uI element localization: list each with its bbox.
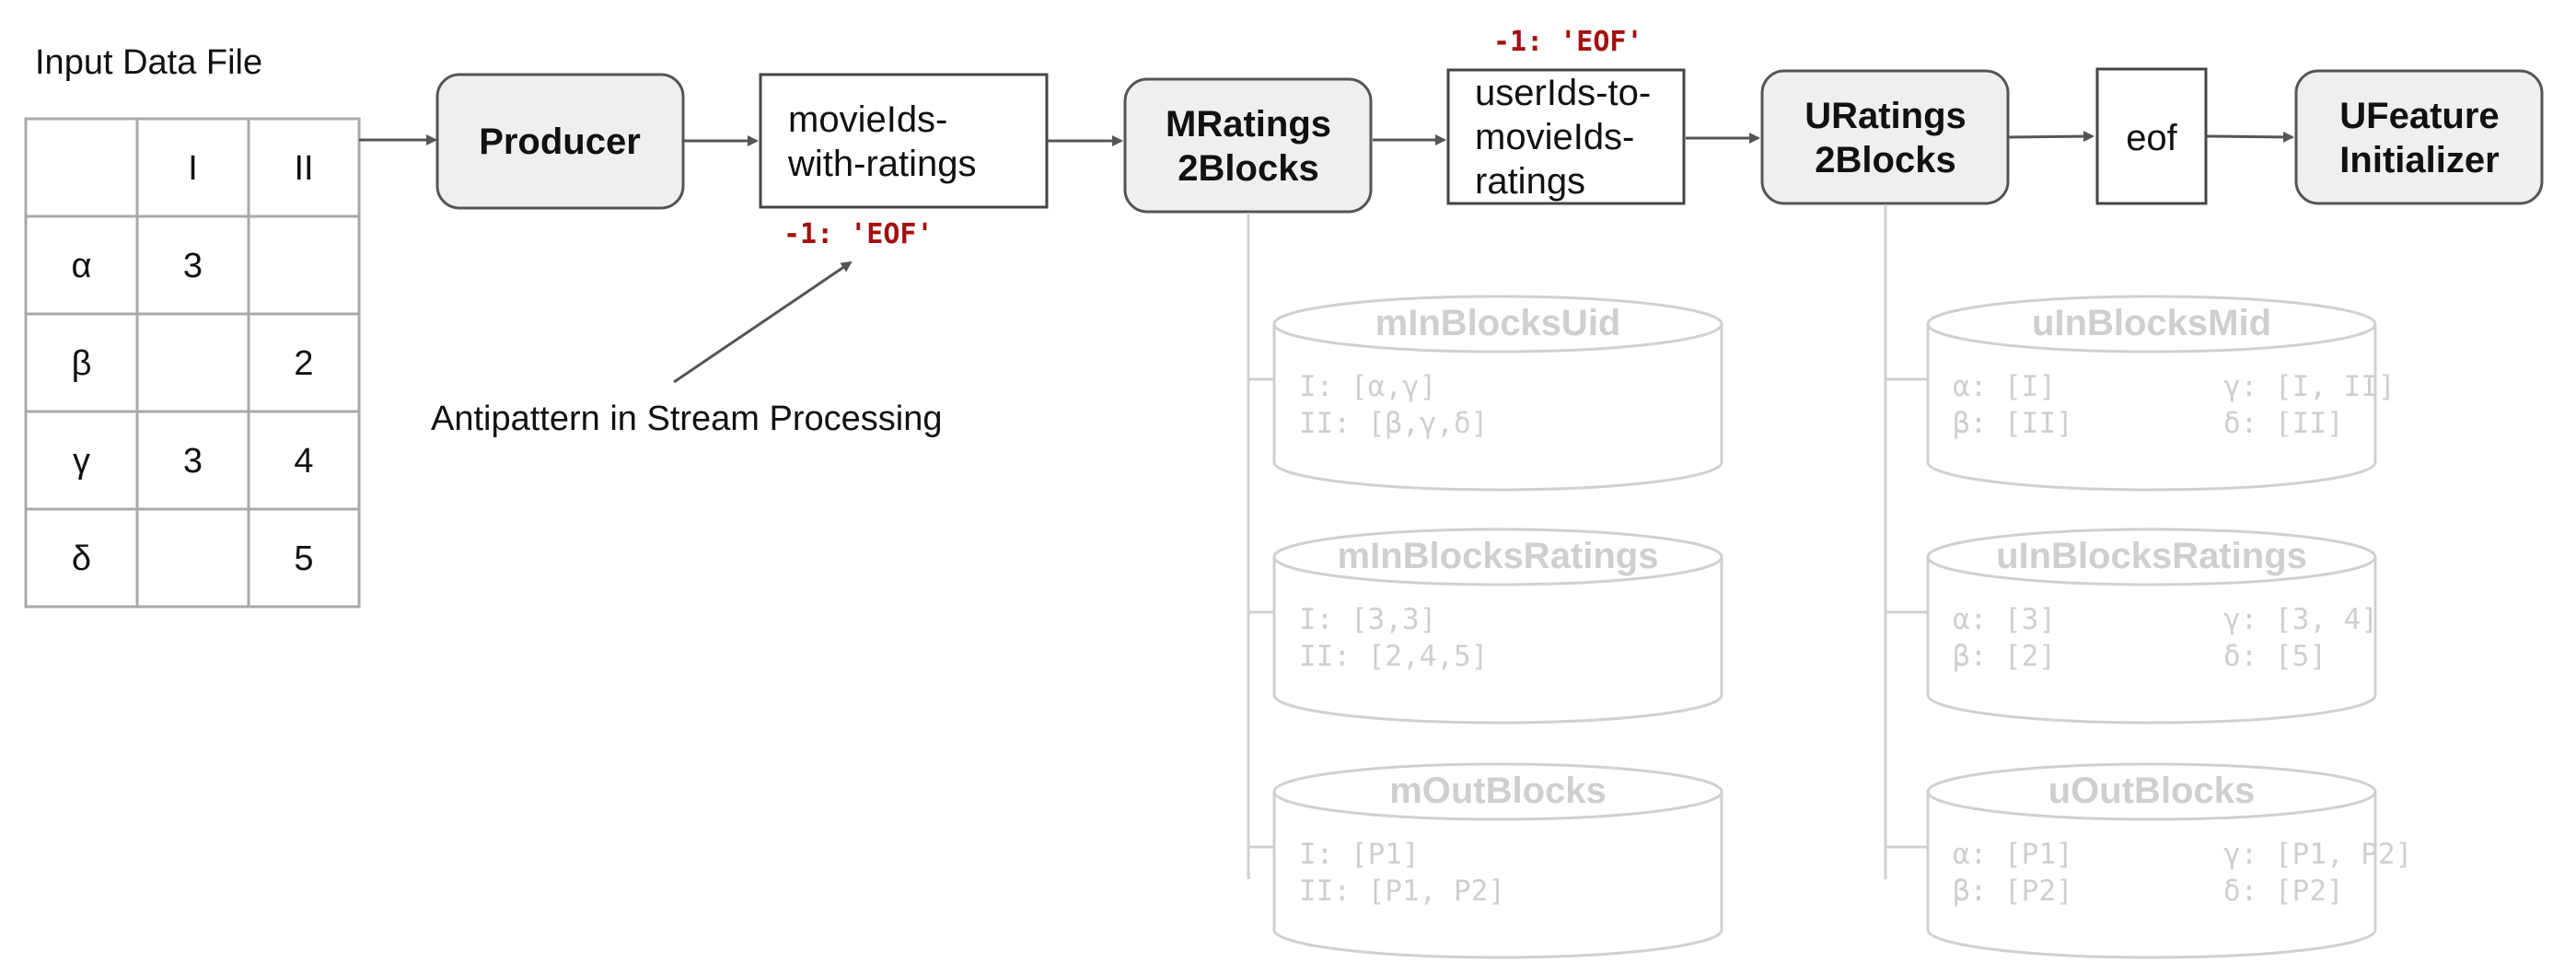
movieids-label-line2: with-ratings bbox=[787, 144, 977, 184]
m-store-mInBlocksRatings: mInBlocksRatings I: [3,3] II: [2,4,5] bbox=[1248, 528, 1723, 725]
store-name: uInBlocksMid bbox=[2032, 303, 2271, 343]
eof-node-label: eof bbox=[2126, 118, 2177, 158]
store-name: mOutBlocks bbox=[1389, 771, 1607, 811]
table-cell bbox=[135, 117, 250, 218]
ufeature-label-line1: UFeature bbox=[2339, 96, 2499, 136]
m-store-mOutBlocks: mOutBlocks I: [P1] II: [P1, P2] bbox=[1248, 762, 1723, 959]
store-entry: δ: [II] bbox=[2223, 407, 2344, 440]
cylinder-top bbox=[1272, 528, 1723, 586]
store-entry: β: [2] bbox=[1953, 640, 2056, 673]
table-header-cell: II bbox=[294, 149, 313, 188]
producer-node: Producer bbox=[435, 73, 685, 210]
store-name: uInBlocksRatings bbox=[1996, 536, 2307, 576]
table-cell bbox=[247, 312, 361, 413]
table-row-label: γ bbox=[73, 442, 90, 481]
cylinder-top bbox=[1926, 295, 2377, 354]
table-value-cell: 2 bbox=[294, 344, 313, 383]
producer-label: Producer bbox=[479, 122, 641, 162]
table-cell bbox=[24, 507, 139, 609]
table-value-cell: 3 bbox=[183, 247, 203, 285]
table-row-label: β bbox=[72, 344, 92, 383]
u-state-stores: uInBlocksMid α: [I] γ: [I, II] β: [II] δ: [I… bbox=[1886, 295, 2412, 959]
arrow-eof-to-ufeature bbox=[2206, 131, 2294, 143]
store-name: mInBlocksRatings bbox=[1338, 536, 1659, 576]
movieids-with-ratings-topic: movieIds- with-ratings bbox=[759, 73, 1049, 209]
table-value-cell: 4 bbox=[294, 442, 313, 481]
cylinder-top bbox=[1926, 528, 2377, 586]
ufeature-initializer-node: UFeature Initializer bbox=[2294, 69, 2544, 205]
cylinder-body bbox=[1272, 324, 1723, 492]
eof-node: eof bbox=[2095, 67, 2208, 205]
userids-label-line3: ratings bbox=[1475, 161, 1585, 202]
table-cell bbox=[135, 312, 250, 413]
store-entry: II: [2,4,5] bbox=[1299, 640, 1488, 673]
u-store-uOutBlocks: uOutBlocks α: [P1] γ: [P1, P2] β: [P2] δ: [P… bbox=[1886, 762, 2412, 959]
store-entry: α: [I] bbox=[1953, 370, 2056, 403]
mratings-label-line2: 2Blocks bbox=[1178, 148, 1318, 189]
antipattern-label: Antipattern in Stream Processing bbox=[431, 400, 943, 438]
store-entry: β: [II] bbox=[1953, 407, 2073, 440]
table-value-cell: 5 bbox=[294, 539, 313, 578]
store-name: uOutBlocks bbox=[2048, 771, 2255, 811]
uratings-label-line1: URatings bbox=[1804, 96, 1967, 136]
store-entry: α: [P1] bbox=[1953, 838, 2073, 871]
table-cell bbox=[247, 117, 361, 218]
cylinder-top bbox=[1926, 762, 2377, 821]
table-cell bbox=[247, 215, 361, 316]
input-file-title: Input Data File bbox=[35, 43, 262, 82]
store-entry: δ: [5] bbox=[2223, 640, 2327, 673]
table-cell bbox=[135, 410, 250, 511]
table-value-cell: 3 bbox=[183, 442, 203, 481]
cylinder-body bbox=[1926, 324, 2377, 492]
userids-label-line1: userIds-to- bbox=[1475, 73, 1651, 113]
store-entry: α: [3] bbox=[1953, 603, 2056, 636]
table-cell bbox=[24, 117, 139, 218]
userids-to-movieids-ratings-topic: userIds-to- movieIds- ratings bbox=[1446, 68, 1686, 205]
mratings-label-line1: MRatings bbox=[1166, 104, 1331, 145]
uratings-label-line2: 2Blocks bbox=[1815, 140, 1955, 180]
store-entry: γ: [P1, P2] bbox=[2223, 838, 2412, 871]
u-store-uInBlocksRatings: uInBlocksRatings α: [3] γ: [3, 4] β: [2] δ: … bbox=[1886, 528, 2378, 725]
store-entry: II: [P1, P2] bbox=[1299, 875, 1505, 908]
eof-marker-bottom: -1: 'EOF' bbox=[783, 218, 934, 250]
m-store-mInBlocksUid: mInBlocksUid I: [α,γ] II: [β,γ,δ] bbox=[1248, 295, 1723, 492]
store-entry: β: [P2] bbox=[1953, 875, 2073, 908]
eof-marker-top: -1: 'EOF' bbox=[1493, 26, 1643, 58]
table-row-label: α bbox=[72, 247, 92, 285]
cylinder-top bbox=[1272, 295, 1723, 354]
store-entry: γ: [3, 4] bbox=[2223, 603, 2378, 636]
uratings2blocks-node: URatings 2Blocks bbox=[1760, 69, 2010, 205]
cylinder-top bbox=[1272, 762, 1723, 821]
movieids-label-line1: movieIds- bbox=[788, 99, 947, 140]
cylinder-body bbox=[1272, 792, 1723, 959]
ufeature-label-line2: Initializer bbox=[2339, 140, 2499, 180]
store-entry: I: [P1] bbox=[1299, 838, 1420, 871]
cylinder-body bbox=[1926, 557, 2377, 725]
store-entry: δ: [P2] bbox=[2223, 875, 2344, 908]
table-cell bbox=[247, 507, 361, 609]
store-entry: I: [α,γ] bbox=[1299, 370, 1436, 403]
table-cell bbox=[135, 507, 250, 609]
cylinder-body bbox=[1926, 792, 2377, 959]
store-name: mInBlocksUid bbox=[1375, 303, 1621, 343]
table-header-cell: I bbox=[188, 149, 198, 188]
antipattern-arrow bbox=[673, 261, 853, 384]
store-entry: I: [3,3] bbox=[1299, 603, 1436, 636]
store-entry: II: [β,γ,δ] bbox=[1299, 407, 1488, 440]
userids-label-line2: movieIds- bbox=[1475, 117, 1634, 157]
cylinder-body bbox=[1272, 557, 1723, 725]
table-row-label: δ bbox=[72, 539, 91, 578]
arrow-uratings-to-eof bbox=[2008, 131, 2094, 143]
u-store-uInBlocksMid: uInBlocksMid α: [I] γ: [I, II] β: [II] δ: [I… bbox=[1886, 295, 2396, 492]
mratings2blocks-node: MRatings 2Blocks bbox=[1123, 77, 1373, 214]
store-entry: γ: [I, II] bbox=[2223, 370, 2396, 403]
